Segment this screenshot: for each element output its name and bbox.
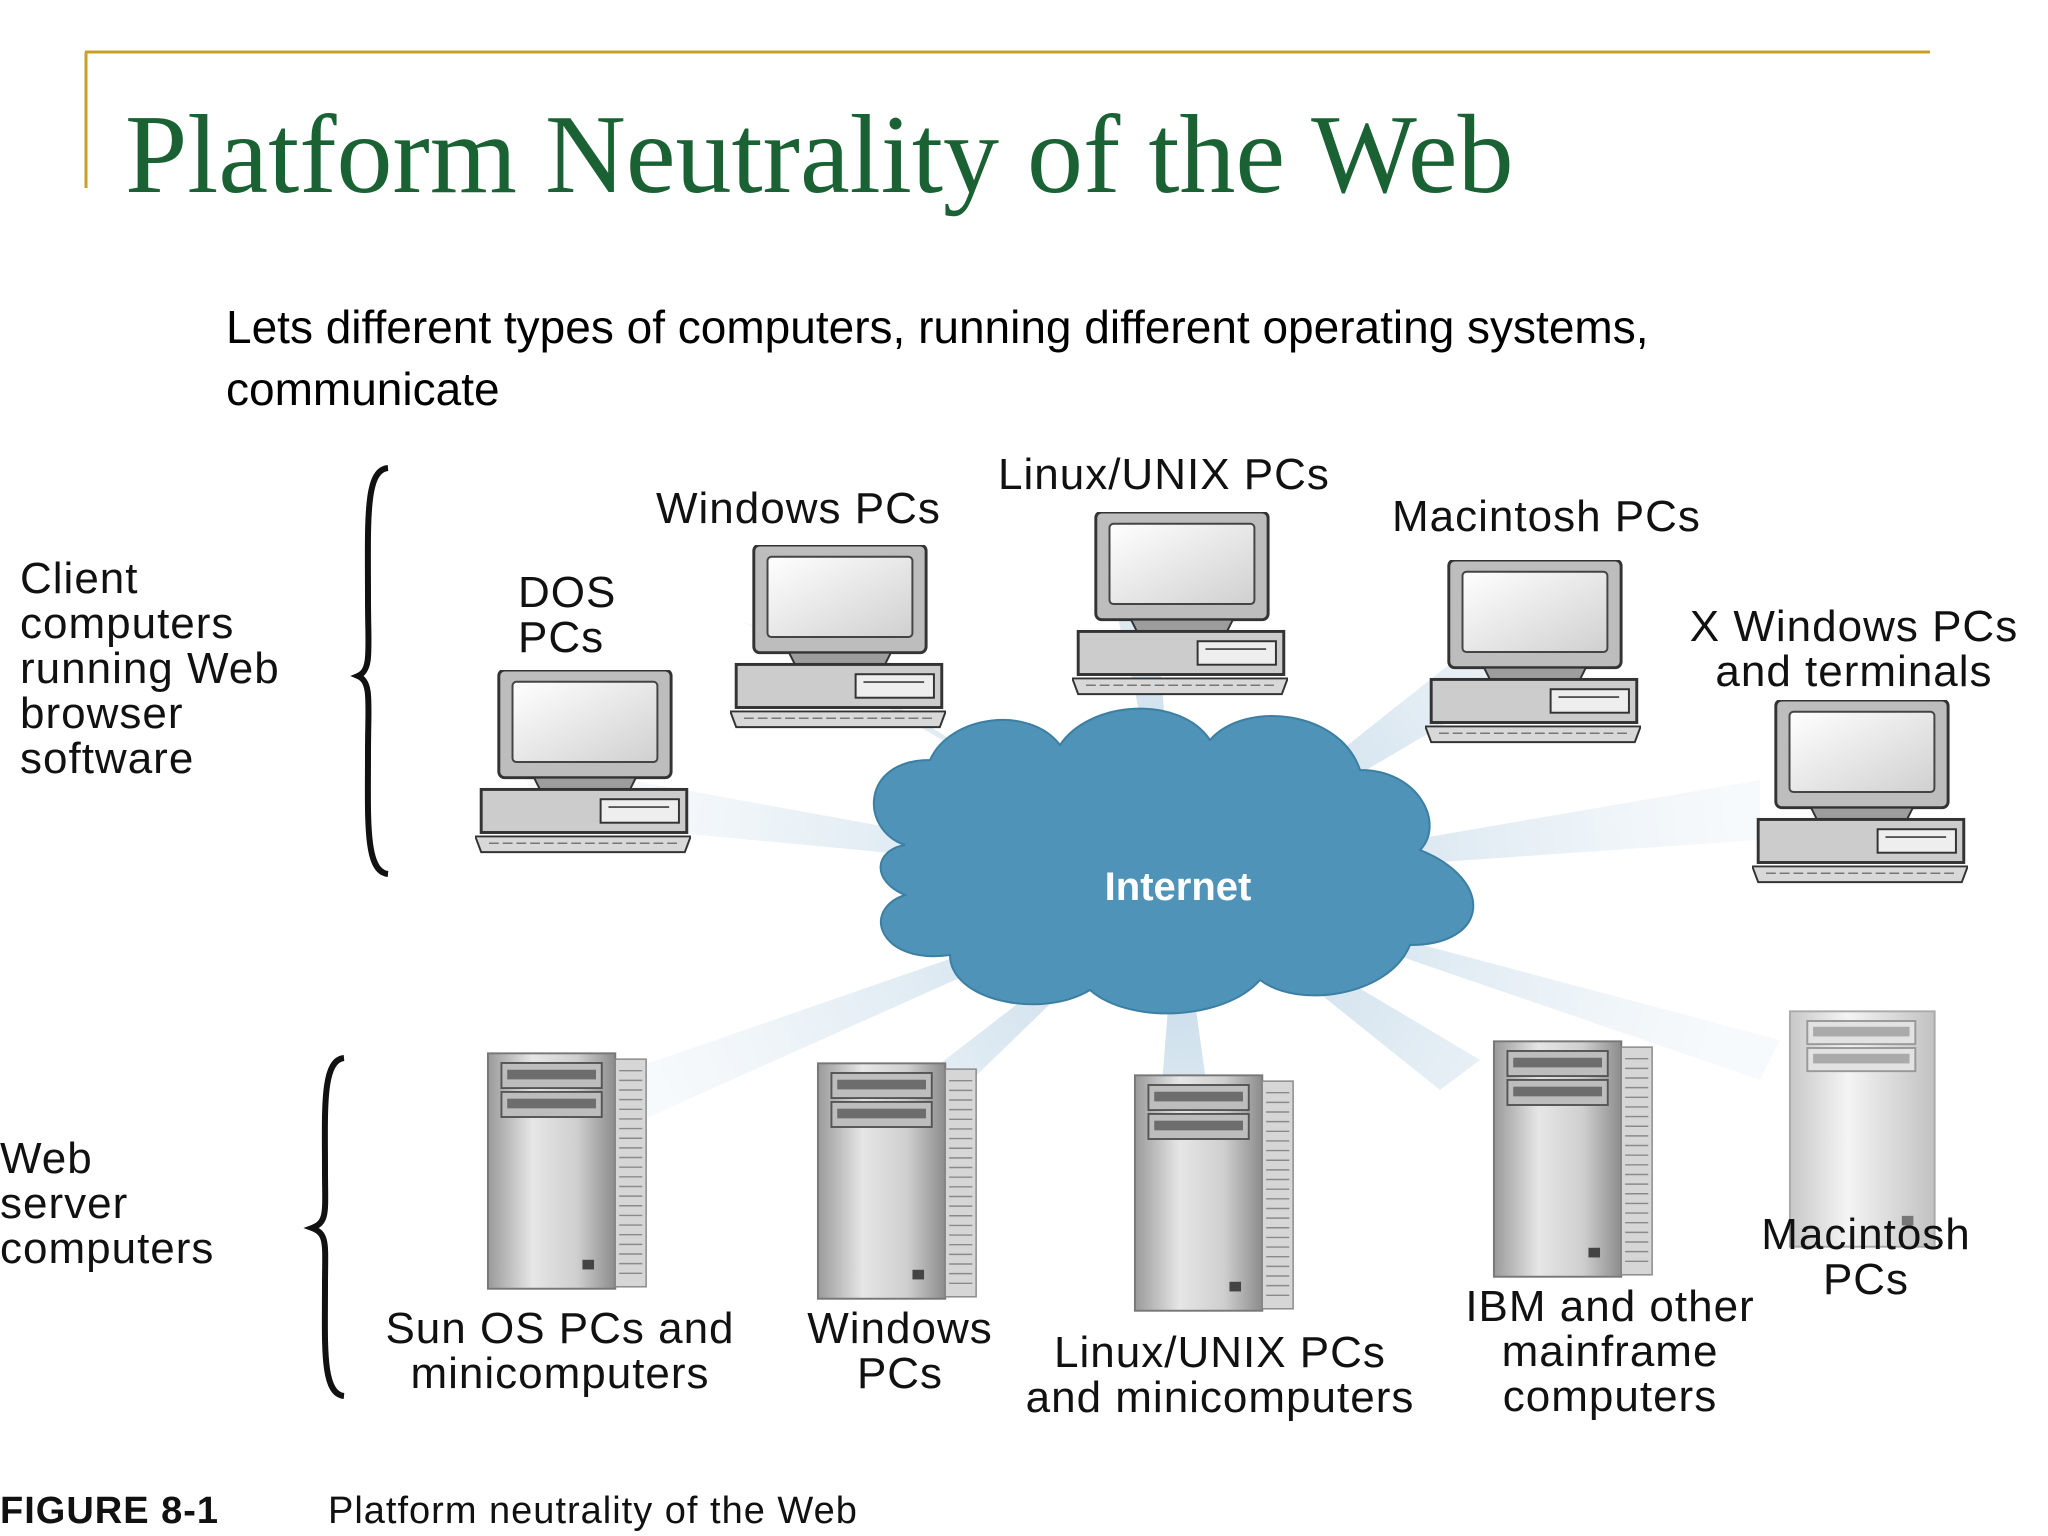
windows-server-icon: [816, 1062, 978, 1300]
server-label-sun-os: Sun OS PCs and minicomputers: [385, 1304, 735, 1398]
macintosh-pc-icon: [1425, 560, 1641, 744]
dos-pc-icon: [475, 670, 691, 854]
x-windows-pc-icon: [1752, 700, 1968, 884]
client-label-windows: Windows PCs: [656, 484, 941, 533]
slide-title: Platform Neutrality of the Web: [125, 93, 1514, 217]
server-label-ibm: IBM and other mainframe computers: [1465, 1282, 1755, 1421]
server-label-macintosh: Macintosh PCs: [1761, 1210, 1971, 1304]
client-label-dos: DOS PCs: [518, 568, 617, 662]
client-group-label: Client computers running Web browser sof…: [20, 554, 280, 783]
server-label-linux: Linux/UNIX PCs and minicomputers: [1025, 1328, 1415, 1422]
linux-pc-icon: [1072, 512, 1288, 696]
server-group-label: Web server computers: [0, 1134, 215, 1273]
ibm-mainframe-icon: [1492, 1040, 1654, 1278]
client-label-macintosh: Macintosh PCs: [1392, 492, 1701, 541]
client-label-linux: Linux/UNIX PCs: [998, 450, 1330, 499]
sun-os-server-icon: [486, 1052, 648, 1290]
client-label-x-windows: X Windows PCs and terminals: [1689, 602, 2019, 696]
internet-label: Internet: [1105, 865, 1252, 909]
figure-caption: Platform neutrality of the Web: [328, 1490, 858, 1532]
linux-server-icon: [1133, 1074, 1295, 1312]
server-group-brace: [303, 1055, 345, 1399]
server-label-windows: Windows PCs: [807, 1304, 993, 1398]
slide-subtitle: Lets different types of computers, runni…: [226, 301, 1649, 415]
title-rule: [84, 50, 1930, 188]
windows-pc-icon: [730, 545, 946, 729]
figure-number: FIGURE 8-1: [0, 1490, 220, 1532]
client-group-brace: [350, 465, 389, 877]
internet-cloud: Internet: [872, 707, 1475, 1015]
